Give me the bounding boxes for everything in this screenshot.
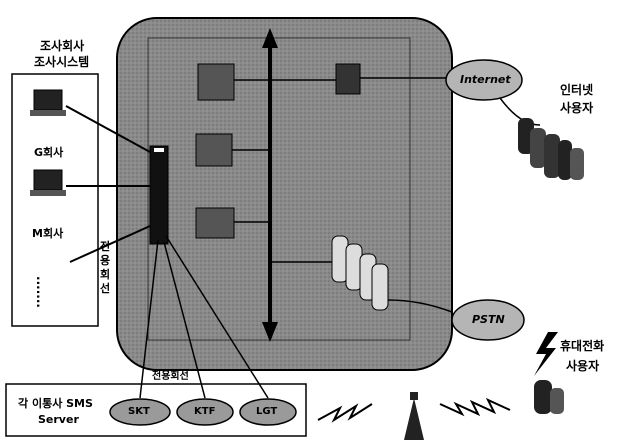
carrier-ktf <box>176 398 234 426</box>
lightning-icon <box>534 332 558 376</box>
gateway-servers-icon <box>331 235 389 311</box>
router-icon <box>149 145 169 245</box>
m-company-label: M회사 <box>32 227 64 240</box>
server-icon <box>195 133 233 167</box>
sms-server-label-line1: 각 이통사 SMS <box>18 397 93 410</box>
computer-icon <box>30 169 66 196</box>
link-line <box>165 235 269 399</box>
link-line <box>163 241 206 399</box>
server-icon <box>195 207 235 239</box>
core-inner-frame <box>147 37 411 341</box>
link-line <box>69 225 151 263</box>
pstn-label: PSTN <box>472 313 505 326</box>
link-line <box>387 299 453 313</box>
bus-arrow-bottom <box>262 322 278 342</box>
mobile-users-label-line2: 사용자 <box>566 359 600 373</box>
carrier-skt-label: SKT <box>128 406 150 417</box>
mobile-user-icon <box>534 380 564 414</box>
sms-server-label-line2: Server <box>38 413 79 426</box>
internet-users-label-line2: 사용자 <box>560 101 594 115</box>
user-cluster-icon <box>518 118 584 180</box>
mobile-users-label-line1: 휴대전화 <box>560 339 605 353</box>
internet-label: Internet <box>460 73 511 86</box>
carrier-ktf-label: KTF <box>194 406 216 417</box>
signal-zigzag <box>317 403 373 423</box>
ellipsis-vertical: ······· <box>30 276 45 308</box>
carrier-skt <box>109 398 171 426</box>
survey-company-title-line2: 조사시스템 <box>34 55 90 69</box>
internet-cloud <box>445 59 523 101</box>
dedicated-line-vertical-label: 전용회선 <box>100 240 111 295</box>
transmission-tower-icon <box>404 392 424 440</box>
bus-arrow-top <box>262 28 278 48</box>
survey-company-title-line1: 조사회사 <box>40 39 85 53</box>
g-company-label: G회사 <box>34 146 64 159</box>
link-line <box>65 105 151 153</box>
dedicated-line-bottom-label: 전용회선 <box>152 371 189 382</box>
link-line <box>499 97 541 126</box>
signal-zigzag <box>439 397 511 417</box>
pstn-cloud <box>451 299 525 341</box>
carrier-lgt-label: LGT <box>256 406 278 417</box>
server-icon <box>335 63 361 95</box>
carrier-lgt <box>239 398 297 426</box>
computer-icon <box>30 89 66 116</box>
server-icon <box>197 63 235 101</box>
link-line <box>139 239 159 399</box>
internet-users-label-line1: 인터넷 <box>560 83 594 97</box>
